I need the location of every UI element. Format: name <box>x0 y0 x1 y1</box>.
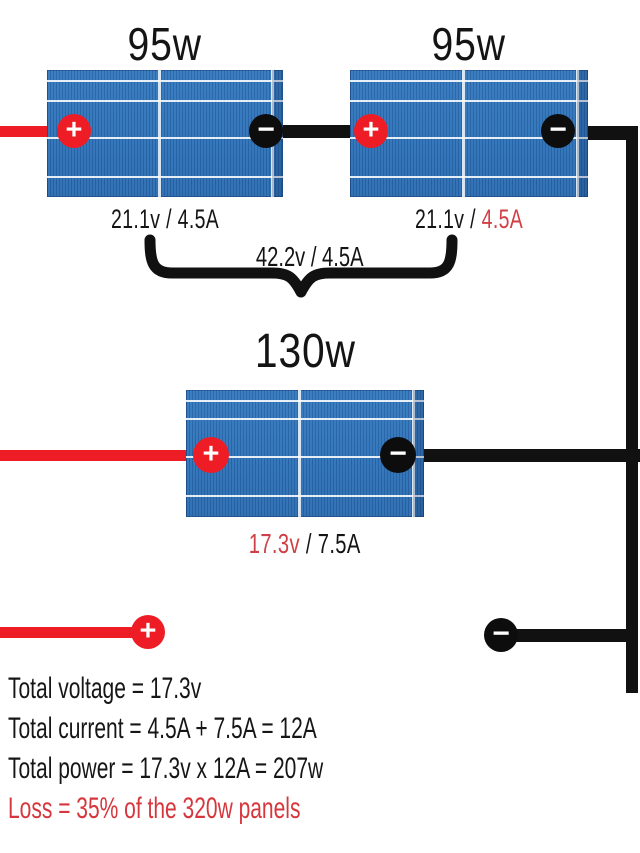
current-value: 7.5A <box>318 528 361 559</box>
series-brace <box>144 234 458 298</box>
plus-icon: + <box>202 437 220 470</box>
red-wire-output-positive <box>0 627 148 638</box>
panel-grid-line-h <box>186 418 424 420</box>
separator: / <box>300 528 319 559</box>
panel-spec-center-130w: 17.3v / 7.5A <box>186 528 424 560</box>
separator: / <box>160 204 178 234</box>
voltage-value: 21.1v <box>110 204 161 234</box>
panel-edge-strip <box>413 390 424 517</box>
panel-title-right-95w: 95w <box>350 17 588 71</box>
minus-icon: − <box>492 616 510 650</box>
panel-grid-line-h <box>47 80 283 82</box>
wattage-label: 95w <box>127 18 203 70</box>
panel-grid-line-h <box>186 400 424 402</box>
loss-line: Loss = 35% of the 320w panels <box>8 792 301 825</box>
panel-title-center-130w: 130w <box>186 324 424 379</box>
plus-icon: + <box>362 113 380 146</box>
panel-grid-line-h <box>350 137 588 139</box>
black-wire-panel2-output <box>583 126 638 140</box>
wattage-label: 95w <box>431 18 507 70</box>
totals-block: Total voltage = 17.3v Total current = 4.… <box>8 669 458 829</box>
panel-title-left-95w: 95w <box>47 17 283 71</box>
panel-spec-right-95w: 21.1v / 4.5A <box>350 204 588 235</box>
panel-grid-line-h <box>186 495 424 497</box>
panel1-negative-terminal: − <box>249 114 283 148</box>
panel2-negative-terminal: − <box>541 114 575 148</box>
panel-grid-line-h <box>47 100 283 102</box>
total-voltage-line: Total voltage = 17.3v <box>8 672 202 705</box>
panel-grid-line-h <box>186 456 424 458</box>
separator: / <box>464 204 482 234</box>
red-wire-panel1-input <box>0 126 47 137</box>
panel3-positive-terminal: + <box>193 437 229 473</box>
series-combined-label: 42.2v / 4.5A <box>256 241 364 272</box>
total-power-line: Total power = 17.3v x 12A = 207w <box>8 752 324 785</box>
plus-icon: + <box>65 113 83 146</box>
voltage-value: 17.3v <box>249 528 301 559</box>
minus-icon: − <box>389 436 407 470</box>
panel-edge-strip <box>577 70 588 197</box>
black-wire-panel3-output <box>424 449 640 462</box>
current-value: 4.5A <box>177 204 220 234</box>
minus-icon: − <box>549 112 567 146</box>
plus-icon: + <box>139 614 157 647</box>
minus-icon: − <box>257 112 275 146</box>
panel-grid-line-v <box>576 70 580 197</box>
total-current-line: Total current = 4.5A + 7.5A = 12A <box>8 712 317 745</box>
panel-grid-line-h <box>47 137 283 139</box>
panel-grid-line-h <box>350 176 588 178</box>
output-negative-terminal: − <box>484 618 518 652</box>
wattage-label: 130w <box>254 325 356 378</box>
black-wire-right-vertical <box>626 126 638 693</box>
panel-grid-line-h <box>350 80 588 82</box>
panel-grid-line-v <box>297 390 301 517</box>
panel-spec-left-95w: 21.1v / 4.5A <box>47 204 283 235</box>
red-wire-panel3-input <box>0 450 186 461</box>
output-positive-terminal: + <box>131 615 165 649</box>
black-wire-output-negative <box>501 629 638 642</box>
panel-grid-line-h <box>47 176 283 178</box>
panel3-negative-terminal: − <box>380 437 416 473</box>
current-value: 4.5A <box>481 204 524 234</box>
panel2-positive-terminal: + <box>354 114 388 148</box>
panel-grid-line-v <box>157 70 161 197</box>
series-wire-panel1-to-panel2 <box>283 125 350 138</box>
panel-grid-line-h <box>350 100 588 102</box>
voltage-value: 21.1v <box>414 204 465 234</box>
panel1-positive-terminal: + <box>57 114 91 148</box>
panel-grid-line-v <box>461 70 465 197</box>
